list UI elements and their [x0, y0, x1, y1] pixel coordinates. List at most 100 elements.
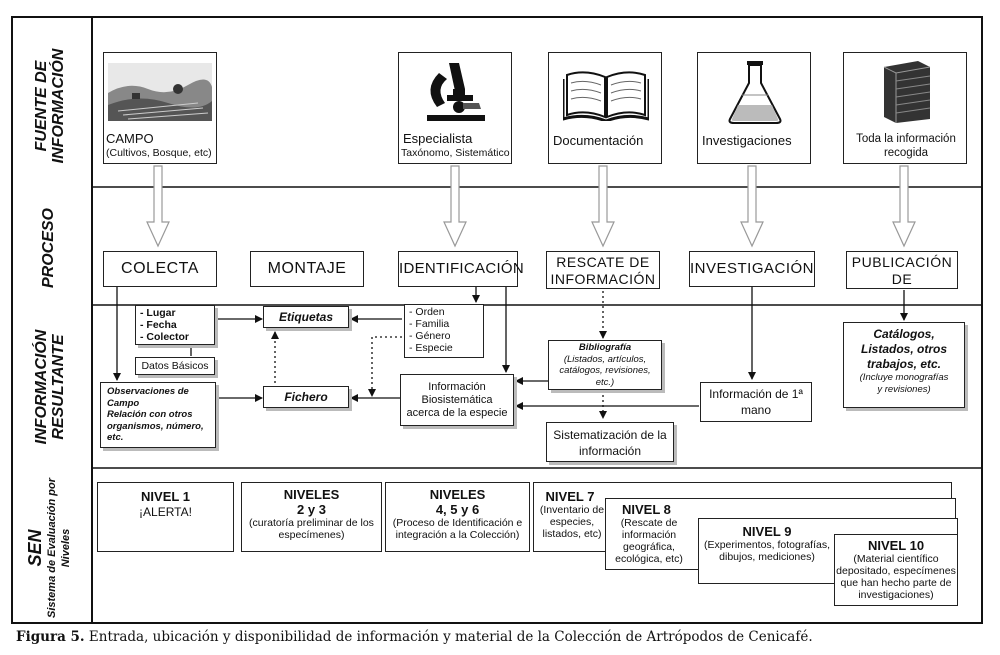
level-7-desc-l1: (Inventario de [539, 504, 605, 516]
block-arrow-documentacion [591, 165, 615, 248]
level-10-desc-l2: depositado, especímenes [836, 565, 956, 577]
level-7-desc-l2: especies, [549, 516, 595, 528]
biblio-title: Bibliografía [578, 342, 632, 353]
row-label-proceso-text: PROCESO [40, 208, 57, 289]
level-8-desc-l4: ecológica, etc) [615, 553, 683, 565]
cat-l1: Catálogos, [873, 327, 935, 341]
landscape-icon [108, 63, 212, 121]
level-4-5-6-desc-l1: (Proceso de Identificación e [392, 517, 523, 529]
process-publicacion: PUBLICACIÓN DE [846, 251, 958, 289]
level-10-desc-l4: investigaciones) [858, 589, 934, 601]
level-4-5-6: NIVELES 4, 5 y 6 (Proceso de Identificac… [385, 482, 530, 552]
level-4-5-6-num: 4, 5 y 6 [435, 502, 480, 517]
source-documentacion: Documentación [548, 52, 662, 164]
result-basic-fields: - Lugar - Fecha - Colector [135, 305, 215, 345]
result-fichero: Fichero [263, 386, 349, 408]
infobio-l3: acerca de la especie [406, 407, 508, 419]
level-10-desc-l3: que han hecho parte de [840, 577, 952, 589]
source-toda-l2: recogida [883, 147, 929, 159]
figure-caption: Figura 5. Entrada, ubicación y disponibi… [16, 629, 813, 645]
source-documentacion-title: Documentación [553, 133, 644, 148]
caption-label: Figura 5. [16, 629, 85, 645]
level-1-sub: ¡ALERTA! [139, 505, 192, 519]
level-10-desc-l1: (Material científico [853, 553, 939, 565]
book-icon [563, 71, 649, 121]
caption-text: Entrada, ubicación y disponibilidad de i… [84, 629, 813, 645]
block-arrow-investigaciones [740, 165, 764, 248]
result-datos-basicos-label: Datos Básicos [141, 360, 209, 372]
result-bibliografia: Bibliografía (Listados, artículos, catál… [548, 340, 662, 390]
source-campo: CAMPO (Cultivos, Bosque, etc) [103, 52, 217, 164]
process-publicacion-l2: DE [891, 271, 913, 287]
row-label-resultante-l1: INFORMACIÓN [33, 329, 50, 445]
block-arrow-especialista [443, 165, 467, 248]
sistem-l1: Sistematización de la [553, 428, 667, 442]
flask-icon [728, 61, 782, 124]
level-8-desc: (Rescate de información geográfica, ecol… [612, 517, 686, 565]
process-colecta-label: COLECTA [121, 260, 199, 277]
infobio-l1: Información [428, 381, 486, 393]
result-info-primera-mano: Información de 1ª mano [700, 382, 812, 422]
source-especialista: Especialista Taxónomo, Sistemático [398, 52, 512, 164]
sistem-l2: información [578, 444, 642, 458]
process-colecta: COLECTA [103, 251, 217, 287]
source-toda-l1: Toda la información [856, 133, 956, 145]
cat-l2: Listados, otros [860, 342, 947, 356]
row-label-sen-sub1: Sistema de Evaluación por [46, 478, 58, 618]
obs-l3: Relación con otros [107, 409, 193, 420]
source-toda: Toda la información recogida [843, 52, 967, 164]
level-7-desc: (Inventario de especies, listados, etc) [538, 504, 606, 540]
cat-l5: y revisiones) [877, 383, 931, 395]
level-2-3-num: 2 y 3 [297, 502, 326, 517]
dotted-orden-fichero [368, 336, 402, 397]
obs-l1: Observaciones de [107, 386, 189, 397]
level-2-3-title: NIVELES [283, 487, 340, 502]
row-label-resultante: INFORMACIÓN RESULTANTE [33, 317, 67, 457]
row-label-sen-sub2: Niveles [60, 528, 72, 568]
block-arrows [146, 165, 916, 248]
result-fichero-label: Fichero [284, 390, 328, 404]
obs-l2: Campo [107, 397, 140, 409]
block-arrow-campo [146, 165, 170, 248]
field-especie: - Especie [409, 342, 453, 354]
level-10-title: NIVEL 10 [867, 538, 925, 553]
result-sistematizacion: Sistematización de la información [546, 422, 674, 462]
field-familia: - Familia [409, 318, 450, 330]
process-rescate: RESCATE DE INFORMACIÓN [546, 251, 660, 289]
cat-l3: trabajos, etc. [866, 357, 942, 371]
row-label-fuente-l1: FUENTE DE [33, 60, 50, 152]
row-label-proceso: PROCESO [40, 198, 60, 298]
process-publicacion-l1: PUBLICACIÓN [851, 254, 953, 270]
source-especialista-title: Especialista [403, 131, 473, 146]
process-identificacion-label: IDENTIFICACIÓN [399, 260, 525, 277]
result-etiquetas: Etiquetas [263, 306, 349, 328]
level-8-desc-l3: geográfica, [623, 541, 675, 553]
level-9-desc-l2: dibujos, mediciones) [719, 551, 815, 563]
level-4-5-6-title: NIVELES [429, 487, 486, 502]
level-9-desc-l1: (Experimentos, fotografías, [703, 539, 831, 551]
microscope-icon [427, 63, 485, 121]
field-lugar: - Lugar [140, 307, 176, 319]
process-investigacion: INVESTIGACIÓN [689, 251, 815, 287]
process-identificacion: IDENTIFICACIÓN [398, 251, 524, 287]
result-etiquetas-label: Etiquetas [278, 310, 333, 324]
result-catalogos: Catálogos, Listados, otros trabajos, etc… [843, 322, 965, 408]
cat-l4: (Incluye monografías [859, 372, 949, 383]
level-8-desc-l1: (Rescate de [620, 517, 678, 529]
level-2-3: NIVELES 2 y 3 (curatoría preliminar de l… [241, 482, 382, 552]
field-fecha: - Fecha [140, 319, 177, 331]
process-rescate-l2: INFORMACIÓN [550, 271, 656, 287]
level-9-title: NIVEL 9 [742, 524, 792, 539]
result-taxonomy: - Orden - Familia - Género - Especie [404, 304, 484, 358]
level-7-title: NIVEL 7 [545, 489, 595, 504]
level-10: NIVEL 10 (Material científico depositado… [834, 534, 958, 606]
info1-l1: Información de 1ª [709, 387, 803, 401]
obs-l5: etc. [107, 432, 124, 443]
source-investigaciones: Investigaciones [697, 52, 811, 164]
outer-frame [11, 16, 983, 624]
row-label-sen-main: SEN [25, 529, 45, 567]
result-datos-basicos: Datos Básicos [135, 357, 215, 375]
process-rescate-l1: RESCATE DE [556, 254, 650, 270]
source-especialista-sub: Taxónomo, Sistemático [401, 147, 510, 159]
